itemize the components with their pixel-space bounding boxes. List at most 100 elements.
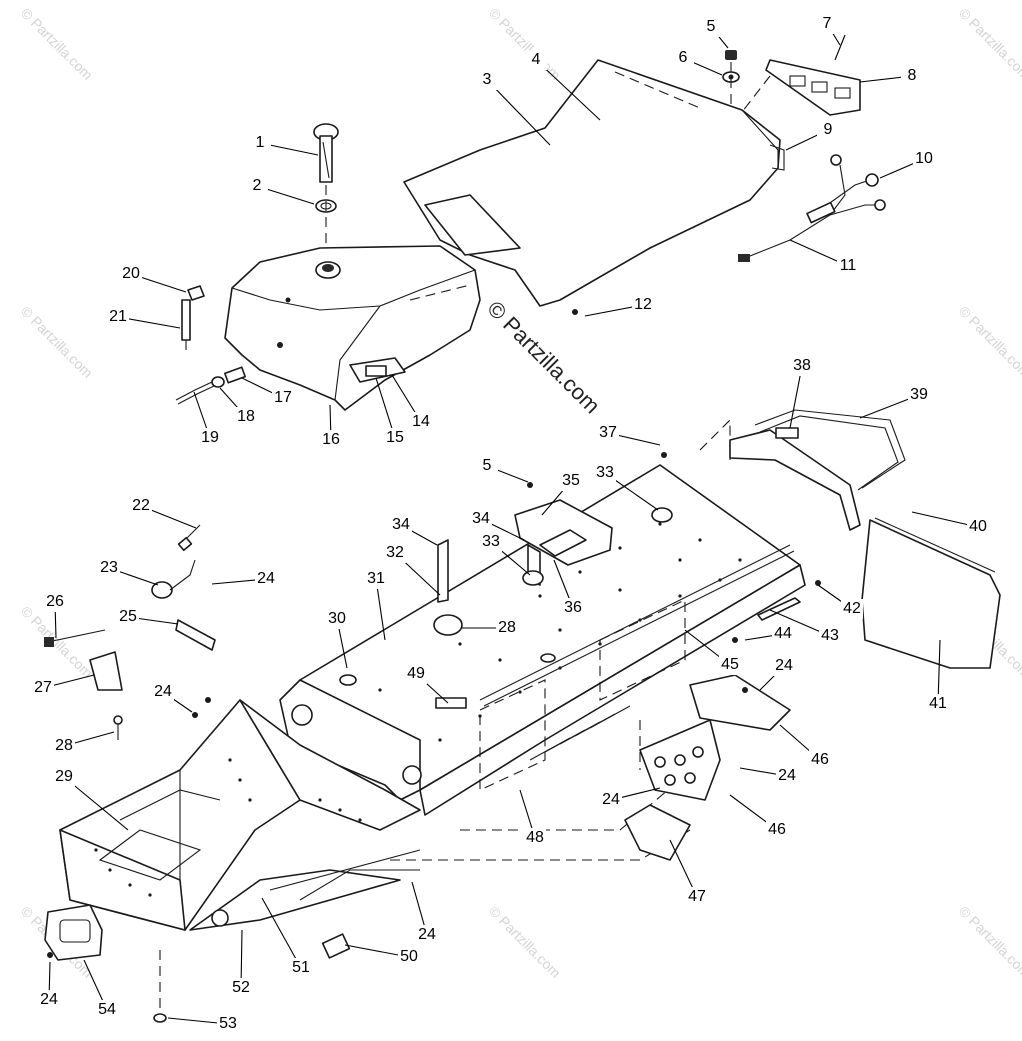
callout-leader-51	[261, 897, 302, 969]
callout-bg-17	[272, 388, 294, 408]
callout-27: 27	[34, 679, 52, 696]
fuel-fittings	[175, 285, 387, 405]
callout-bg-42	[841, 599, 863, 619]
callout-46: 46	[811, 751, 829, 768]
callout-bg-9	[817, 120, 839, 140]
callout-47: 47	[688, 888, 706, 905]
callout-bg-24	[773, 656, 795, 676]
wiring-harness	[738, 154, 886, 262]
callout-bg-47	[686, 887, 708, 907]
callout-20: 20	[122, 265, 140, 282]
callout-15: 15	[386, 429, 404, 446]
callout-24: 24	[40, 991, 58, 1008]
brackets	[89, 507, 673, 691]
callout-bg-46	[809, 750, 831, 770]
callout-bg-5	[476, 456, 498, 476]
callout-31: 31	[367, 570, 385, 587]
callout-bg-38	[791, 356, 813, 376]
callout-24: 24	[257, 570, 275, 587]
callout-40: 40	[969, 518, 987, 535]
callout-52: 52	[232, 979, 250, 996]
callout-bg-24	[152, 682, 174, 702]
callout-bg-8	[901, 66, 923, 86]
callout-bg-23	[98, 558, 120, 578]
callout-bg-28	[53, 736, 75, 756]
callout-18: 18	[237, 408, 255, 425]
callout-bg-41	[927, 694, 949, 714]
callout-48: 48	[526, 829, 544, 846]
callout-14: 14	[412, 413, 430, 430]
callout-bg-16	[320, 430, 342, 450]
callout-24: 24	[418, 926, 436, 943]
callout-bg-28	[496, 618, 518, 638]
callout-5: 5	[707, 18, 716, 35]
callout-51: 51	[292, 959, 310, 976]
callout-33: 33	[596, 464, 614, 481]
callout-bg-24	[416, 925, 438, 945]
callout-34: 34	[472, 510, 490, 527]
callout-bg-15	[384, 428, 406, 448]
callout-bg-51	[290, 958, 312, 978]
callout-bg-12	[632, 295, 654, 315]
fuel-tank	[224, 245, 481, 411]
callout-21: 21	[109, 308, 127, 325]
callout-bg-46	[766, 820, 788, 840]
callout-bg-50	[398, 947, 420, 967]
watermark: © Partzilla.com	[956, 303, 1022, 381]
callout-46: 46	[768, 821, 786, 838]
chassis-tunnel	[59, 418, 806, 931]
callout-32: 32	[386, 544, 404, 561]
callout-50: 50	[400, 948, 418, 965]
tunnel-vents	[529, 705, 631, 761]
callout-16: 16	[322, 431, 340, 448]
callout-leader-41	[937, 639, 941, 705]
watermark: © Partzilla.com	[18, 603, 96, 681]
callout-bg-34	[390, 515, 412, 535]
callout-39: 39	[910, 386, 928, 403]
callout-35: 35	[562, 472, 580, 489]
callout-bg-43	[819, 626, 841, 646]
callout-26: 26	[46, 593, 64, 610]
callout-37: 37	[599, 424, 617, 441]
callout-bg-40	[967, 517, 989, 537]
callout-bg-21	[107, 307, 129, 327]
callout-bg-6	[672, 48, 694, 68]
callout-bg-39	[908, 385, 930, 405]
callout-bg-54	[96, 1000, 118, 1020]
callout-bg-33	[480, 532, 502, 552]
callout-30: 30	[328, 610, 346, 627]
callout-bg-48	[524, 828, 546, 848]
fuel-cap	[313, 123, 339, 262]
callout-34: 34	[392, 516, 410, 533]
callout-bg-45	[719, 655, 741, 675]
watermark-center: © Partzilla.com	[482, 296, 605, 419]
callout-bg-24	[600, 790, 622, 810]
callout-bg-33	[594, 463, 616, 483]
callout-bg-11	[837, 256, 859, 276]
callout-22: 22	[132, 497, 150, 514]
callout-3: 3	[483, 71, 492, 88]
callout-bg-1	[249, 133, 271, 153]
seat-hardware	[722, 34, 861, 116]
callout-bg-37	[597, 423, 619, 443]
callout-bg-32	[384, 543, 406, 563]
slide-rails	[479, 544, 801, 707]
callout-24: 24	[775, 657, 793, 674]
callout-bg-52	[230, 978, 252, 998]
seat	[403, 59, 785, 307]
callout-bg-24	[38, 990, 60, 1010]
callout-19: 19	[201, 429, 219, 446]
callout-7: 7	[823, 15, 832, 32]
callout-28: 28	[55, 737, 73, 754]
callout-bg-36	[562, 598, 584, 618]
callout-17: 17	[274, 389, 292, 406]
callout-23: 23	[100, 559, 118, 576]
callout-38: 38	[793, 357, 811, 374]
tunnel-plates	[514, 499, 613, 586]
callout-43: 43	[821, 627, 839, 644]
callout-2: 2	[253, 177, 262, 194]
watermark: © Partzilla.com	[956, 5, 1022, 83]
callout-53: 53	[219, 1015, 237, 1032]
